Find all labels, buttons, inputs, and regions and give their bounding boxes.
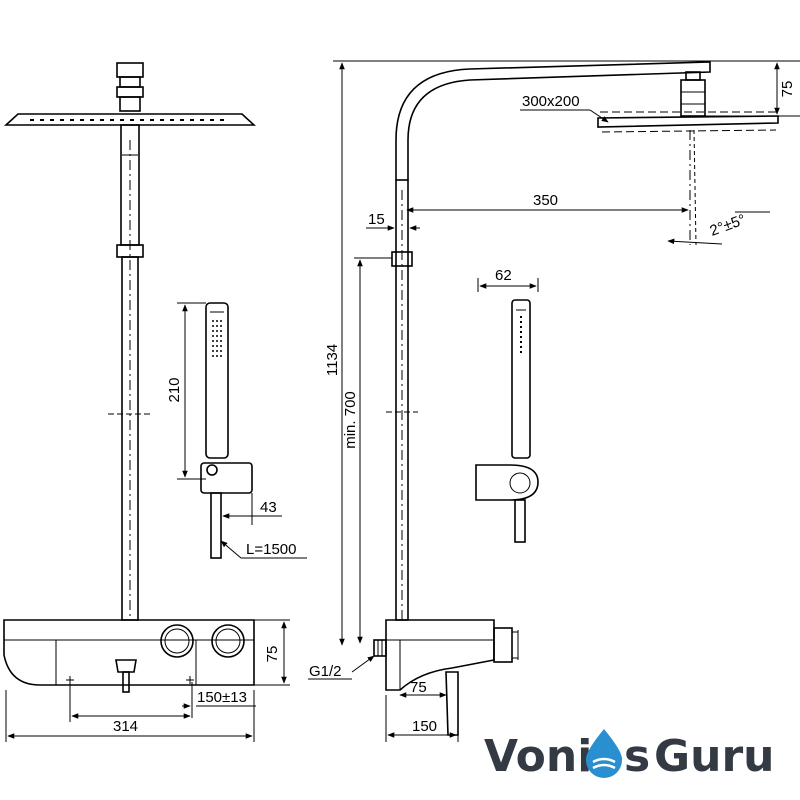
side-hand-shower xyxy=(511,299,531,459)
shower-arm xyxy=(395,61,711,180)
hand-shower-nozzles xyxy=(212,320,222,360)
dim-pipe-offset: 15 xyxy=(368,211,385,228)
dim-spout-projection: 75 xyxy=(410,679,427,696)
hand-shower-holder xyxy=(200,462,253,494)
water-drop-icon xyxy=(585,729,623,778)
dim-width: 314 xyxy=(113,718,138,735)
dim-holder-offset: 43 xyxy=(260,499,277,516)
dim-arm-reach: 350 xyxy=(533,192,558,209)
hand-shower xyxy=(205,302,229,459)
logo-text-s: s xyxy=(624,731,650,782)
dim-hose-length: L=1500 xyxy=(246,541,296,558)
dim-head-height: 75 xyxy=(779,81,796,98)
dim-tilt: 2°±5° xyxy=(708,211,749,240)
side-rain-head xyxy=(597,111,779,133)
dim-thermostat-height: 75 xyxy=(264,646,281,663)
side-view: 75 300x200 350 15 2°±5° 1134 min. 700 xyxy=(308,60,800,742)
side-knob xyxy=(493,627,513,663)
front-view: 210 43 L=1500 75 150±13 xyxy=(3,62,307,742)
dim-hand-shower-length: 210 xyxy=(166,377,183,402)
hose xyxy=(210,492,222,559)
dim-head-size: 300x200 xyxy=(522,93,580,110)
side-hose xyxy=(514,499,526,543)
logo-text-guru: Guru xyxy=(654,731,774,782)
dim-connection: G1/2 xyxy=(309,663,342,680)
side-spout xyxy=(445,671,459,736)
dim-hand-shower-diameter: 62 xyxy=(495,267,512,284)
dim-min-height: min. 700 xyxy=(342,391,359,449)
side-holder xyxy=(475,464,539,501)
dim-total-height: 1134 xyxy=(324,344,341,376)
thermostat-body xyxy=(3,619,255,686)
temperature-knob xyxy=(160,624,194,658)
vonios-guru-logo: Voni s Guru xyxy=(484,729,774,782)
head-connector xyxy=(116,62,144,78)
side-thermostat-body xyxy=(385,619,495,691)
rain-shower-head xyxy=(3,113,257,126)
spout xyxy=(115,659,137,673)
dim-spout-offset: 150±13 xyxy=(197,689,247,706)
flow-knob xyxy=(211,624,245,658)
logo-text-voni: Voni xyxy=(484,731,592,782)
inlet-connection xyxy=(373,639,387,657)
side-head-connector xyxy=(680,79,706,117)
dim-depth: 150 xyxy=(412,718,437,735)
